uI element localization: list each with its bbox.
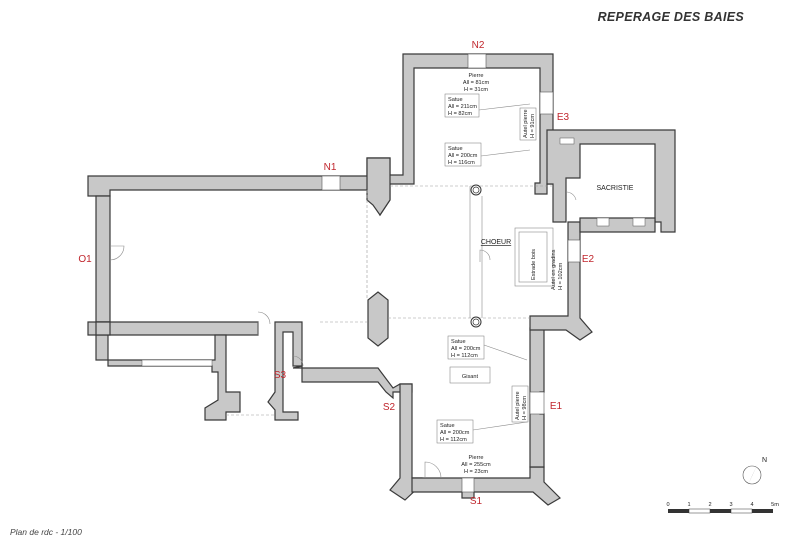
svg-text:H = 98cm: H = 98cm xyxy=(522,396,528,420)
svg-text:H = 82cm: H = 82cm xyxy=(448,111,472,117)
scale-tick: 0 xyxy=(666,502,669,508)
window-sacristie-3 xyxy=(559,137,575,145)
column-south-inner xyxy=(472,318,480,326)
note-n2-pierre: Pierre All = 81cm H = 31cm xyxy=(463,73,490,93)
room-sacristie: SACRISTIE xyxy=(597,185,634,192)
column-north-inner xyxy=(472,186,480,194)
room-gisant: Gisant xyxy=(462,374,479,380)
note-n2-statue-top: Satue All = 211cm H = 82cm xyxy=(444,93,531,118)
wall-nave-south-stub xyxy=(95,321,111,336)
svg-text:Pierre: Pierre xyxy=(469,455,484,461)
north-label: N xyxy=(762,457,767,464)
scale-tick: 3 xyxy=(729,502,732,508)
wall-nave-south xyxy=(87,321,259,336)
page-title: REPERAGE DES BAIES xyxy=(597,10,744,24)
note-s-statue-top: Satue All = 200cm H = 112cm xyxy=(447,335,528,361)
svg-text:All = 81cm: All = 81cm xyxy=(463,80,490,86)
label-n1: N1 xyxy=(324,162,337,173)
north-arrow: N xyxy=(742,457,767,485)
svg-text:Satue: Satue xyxy=(448,97,463,103)
svg-text:All = 255cm: All = 255cm xyxy=(461,462,491,468)
svg-text:Estrade bois: Estrade bois xyxy=(531,249,537,280)
svg-text:Pierre: Pierre xyxy=(469,73,484,79)
wall-sw-chapel xyxy=(95,334,241,421)
gisant-box xyxy=(449,366,491,384)
scale-tick: 1 xyxy=(687,502,690,508)
svg-text:H = 23cm: H = 23cm xyxy=(464,469,488,475)
window-n1 xyxy=(321,175,341,191)
label-n2: N2 xyxy=(472,40,485,51)
column-south xyxy=(470,316,482,328)
plan-caption: Plan de rdc - 1/100 xyxy=(10,527,82,537)
window-n2 xyxy=(467,53,487,69)
door-s1-arc xyxy=(424,461,442,479)
wall-corridor xyxy=(292,365,413,400)
svg-text:Autel en gradins: Autel en gradins xyxy=(551,249,557,290)
room-choeur: CHOEUR xyxy=(481,239,511,246)
wall-sacristie xyxy=(546,129,676,233)
door-choeur-arc xyxy=(479,249,491,262)
svg-text:Autel pierre: Autel pierre xyxy=(523,109,529,138)
svg-text:Satue: Satue xyxy=(451,339,466,345)
window-sacristie-2 xyxy=(632,217,646,227)
label-s3: S3 xyxy=(274,370,287,381)
pillar-north xyxy=(366,157,391,217)
note-s1-pierre: Pierre All = 255cm H = 23cm xyxy=(461,455,491,475)
note-n2-statue-bottom: Satue All = 200cm H = 116cm xyxy=(444,142,531,167)
label-e2: E2 xyxy=(582,254,595,265)
svg-text:All = 200cm: All = 200cm xyxy=(440,430,470,436)
label-e3: E3 xyxy=(557,112,570,123)
scale-tick: 5m xyxy=(771,502,779,508)
window-sacristie-1 xyxy=(596,217,610,227)
note-estrade: Estrade bois xyxy=(531,249,537,280)
svg-text:H = 91cm: H = 91cm xyxy=(530,114,536,138)
scale-tick: 4 xyxy=(750,502,753,508)
note-e3-autel: Autel pierre H = 91cm xyxy=(519,107,537,141)
svg-text:All = 200cm: All = 200cm xyxy=(448,153,478,159)
label-s2: S2 xyxy=(383,402,396,413)
svg-text:H = 112cm: H = 112cm xyxy=(451,353,478,359)
wall-west xyxy=(95,195,111,323)
window-sw-chapel xyxy=(141,359,213,367)
label-o1: O1 xyxy=(78,254,92,265)
svg-text:All = 200cm: All = 200cm xyxy=(451,346,481,352)
door-s3-arc xyxy=(292,355,304,367)
scale-tick: 2 xyxy=(708,502,711,508)
door-sacristie-arc xyxy=(565,191,577,201)
svg-text:All = 211cm: All = 211cm xyxy=(448,104,477,110)
window-e2 xyxy=(567,239,581,263)
altar-platform xyxy=(514,227,554,287)
pillar-south xyxy=(367,291,389,347)
svg-text:H = 116cm: H = 116cm xyxy=(448,160,475,166)
svg-text:Satue: Satue xyxy=(448,146,463,152)
note-e1-autel: Autel pierre H = 98cm xyxy=(511,385,529,423)
svg-text:H = 112cm: H = 112cm xyxy=(440,437,467,443)
note-e2-autel: Autel en gradins H = 102cm xyxy=(551,249,564,290)
altar-platform-inner xyxy=(518,231,548,283)
window-s1 xyxy=(461,477,475,493)
label-e1: E1 xyxy=(550,401,563,412)
window-e1 xyxy=(529,391,545,415)
door-nave-arc xyxy=(257,311,271,335)
scale-bar: 0 1 2 3 4 5m xyxy=(666,502,779,514)
note-s-statue-bottom: Satue All = 200cm H = 112cm xyxy=(436,419,528,444)
door-o1-arc xyxy=(109,245,125,261)
column-north xyxy=(470,184,482,196)
svg-text:Satue: Satue xyxy=(440,423,455,429)
window-e3 xyxy=(539,91,554,115)
svg-text:Autel pierre: Autel pierre xyxy=(515,391,521,420)
label-s1: S1 xyxy=(470,496,483,507)
svg-text:H = 31cm: H = 31cm xyxy=(464,87,488,93)
svg-text:H = 102cm: H = 102cm xyxy=(558,262,564,290)
